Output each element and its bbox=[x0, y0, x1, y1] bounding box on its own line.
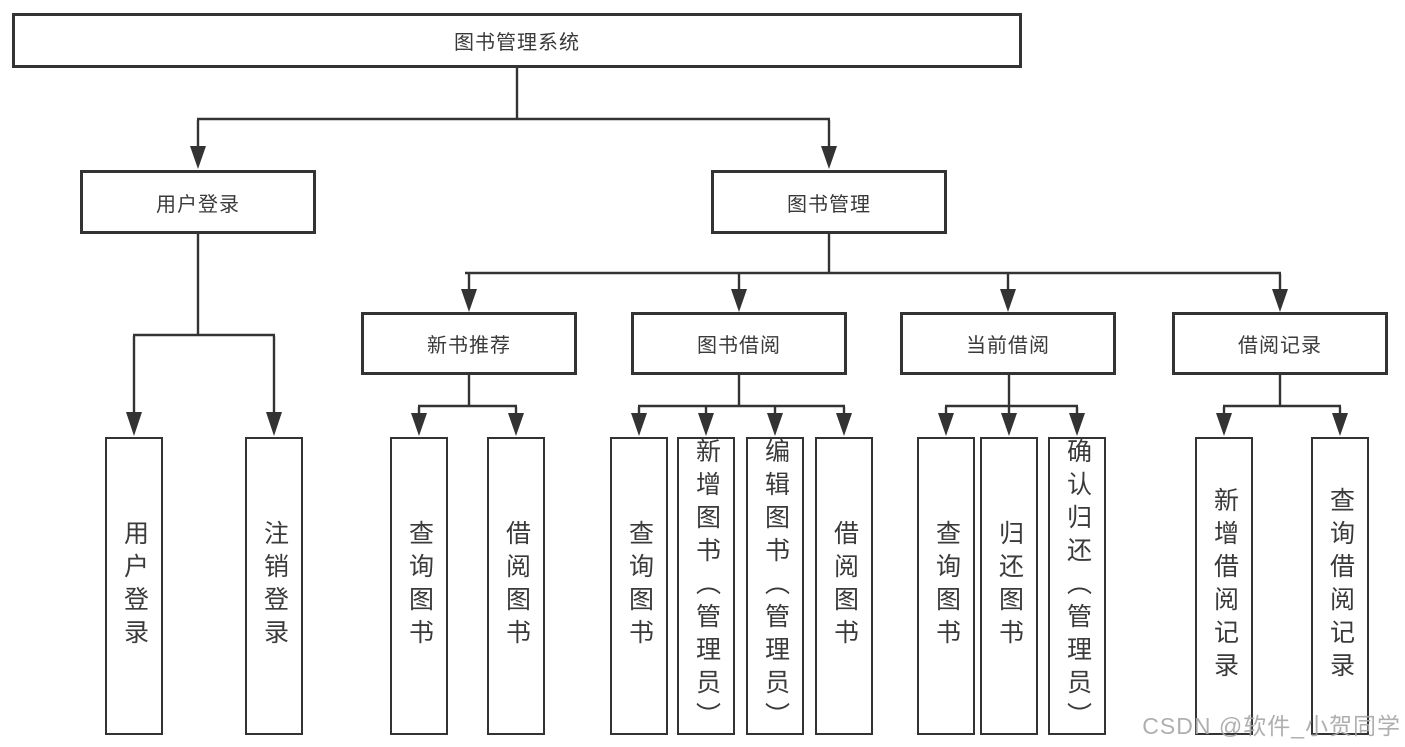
leaf-query-books-recommend: 查询图书 bbox=[390, 437, 448, 735]
leaf-query-borrow-record-label: 查询借阅记录 bbox=[1326, 487, 1355, 685]
tree-edges bbox=[132, 68, 1342, 417]
leaf-query-books-borrow: 查询图书 bbox=[610, 437, 668, 735]
leaf-logout-label: 注销登录 bbox=[260, 520, 289, 652]
leaf-borrow-books-recommend: 借阅图书 bbox=[487, 437, 545, 735]
leaf-borrow-books: 借阅图书 bbox=[815, 437, 873, 735]
arrowheads bbox=[126, 146, 1348, 436]
leaf-add-book-admin: 新增图书（管理员） bbox=[677, 437, 735, 735]
leaf-add-borrow-record-label: 新增借阅记录 bbox=[1210, 487, 1239, 685]
node-borrow-records: 借阅记录 bbox=[1172, 312, 1388, 375]
leaf-return-books: 归还图书 bbox=[980, 437, 1038, 735]
node-new-book-recommend: 新书推荐 bbox=[361, 312, 577, 375]
leaf-query-books-recommend-label: 查询图书 bbox=[405, 520, 434, 652]
leaf-return-books-label: 归还图书 bbox=[995, 520, 1024, 652]
leaf-edit-book-admin: 编辑图书（管理员） bbox=[746, 437, 804, 735]
leaf-user-login-label: 用户登录 bbox=[120, 520, 149, 652]
leaf-edit-book-admin-label: 编辑图书（管理员） bbox=[761, 437, 790, 735]
node-user-login: 用户登录 bbox=[80, 170, 316, 234]
leaf-borrow-books-recommend-label: 借阅图书 bbox=[502, 520, 531, 652]
node-book-management: 图书管理 bbox=[711, 170, 947, 234]
leaf-query-books-current: 查询图书 bbox=[917, 437, 975, 735]
leaf-user-login: 用户登录 bbox=[105, 437, 163, 735]
leaf-query-books-borrow-label: 查询图书 bbox=[625, 520, 654, 652]
leaf-borrow-books-label: 借阅图书 bbox=[830, 520, 859, 652]
leaf-confirm-return-admin: 确认归还（管理员） bbox=[1048, 437, 1106, 735]
leaf-query-borrow-record: 查询借阅记录 bbox=[1311, 437, 1369, 735]
leaf-confirm-return-admin-label: 确认归还（管理员） bbox=[1063, 437, 1092, 735]
leaf-logout: 注销登录 bbox=[245, 437, 303, 735]
leaf-add-borrow-record: 新增借阅记录 bbox=[1195, 437, 1253, 735]
node-current-borrow: 当前借阅 bbox=[900, 312, 1116, 375]
node-root: 图书管理系统 bbox=[12, 13, 1022, 68]
leaf-query-books-current-label: 查询图书 bbox=[932, 520, 961, 652]
leaf-add-book-admin-label: 新增图书（管理员） bbox=[692, 437, 721, 735]
csdn-watermark: CSDN @软件_小贺同学 bbox=[1142, 713, 1401, 739]
node-book-borrow: 图书借阅 bbox=[631, 312, 847, 375]
